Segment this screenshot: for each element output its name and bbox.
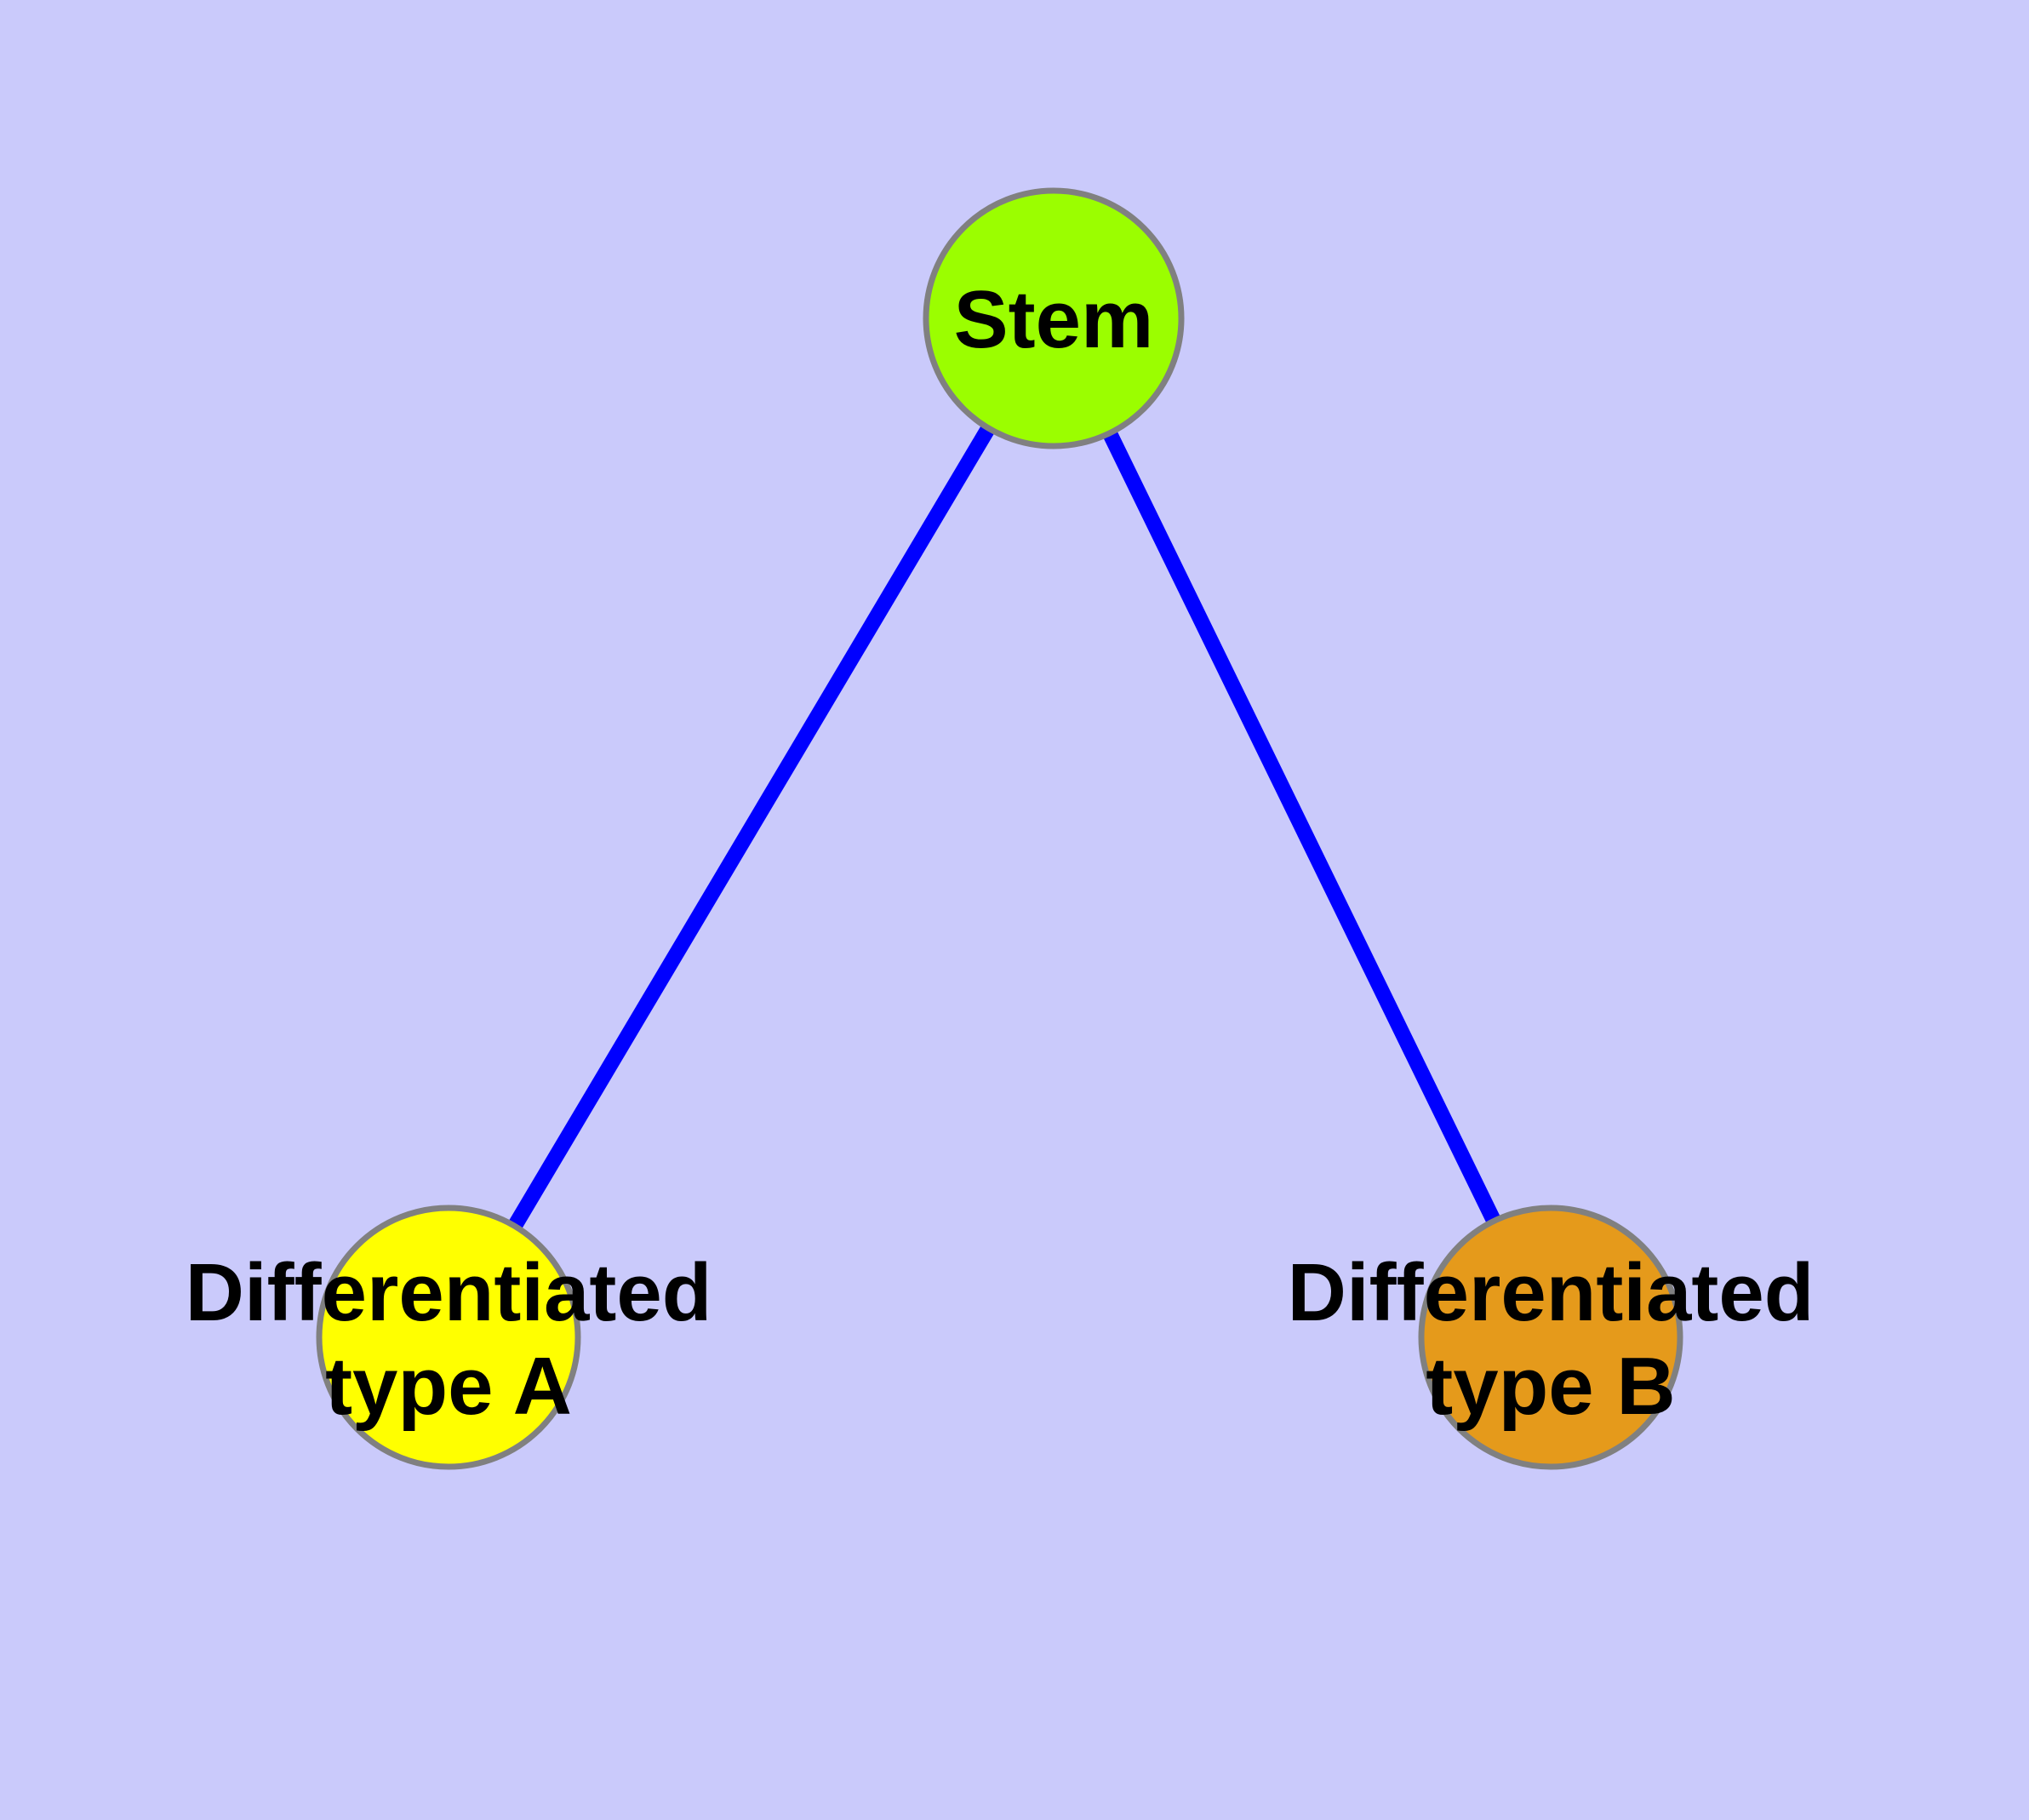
- differentiated-type-a-node-circle: [316, 1205, 581, 1470]
- stem-node-label: Stem: [954, 274, 1154, 365]
- differentiated-type-b-label-line1: Differentiated: [1288, 1247, 1815, 1338]
- edge-stem-to-type-a: [442, 314, 1060, 1342]
- differentiated-type-a-node-label: Differentiated type A: [186, 1247, 712, 1432]
- stem-node-circle: [923, 187, 1185, 449]
- differentiated-type-b-label-line2: type B: [1426, 1341, 1675, 1432]
- differentiated-type-a-label-line1: Differentiated: [186, 1247, 712, 1338]
- edge-stem-to-type-b: [1046, 315, 1558, 1341]
- differentiated-type-a-label-line2: type A: [325, 1341, 572, 1432]
- differentiated-type-b-node-label: Differentiated type B: [1288, 1247, 1815, 1432]
- differentiated-type-b-node-circle: [1418, 1205, 1683, 1470]
